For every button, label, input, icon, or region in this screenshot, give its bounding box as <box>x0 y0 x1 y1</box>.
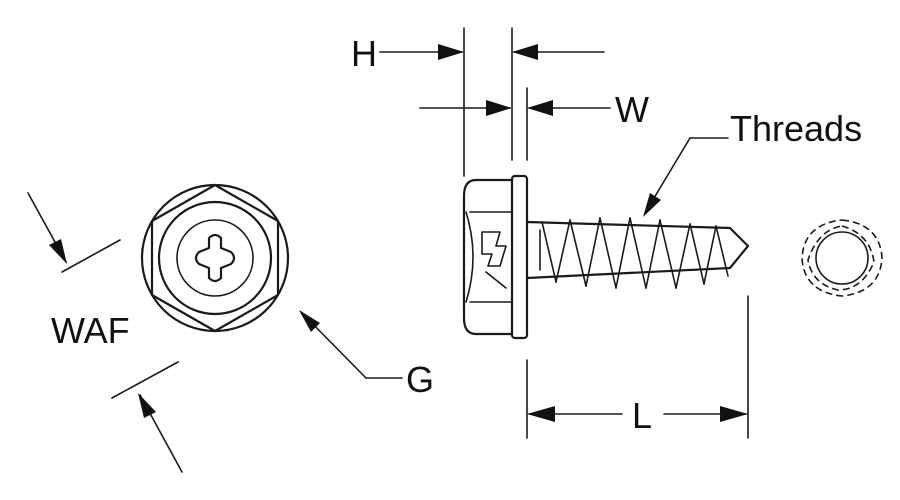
waf-dimension: WAF <box>27 192 183 473</box>
w-dimension: W <box>419 87 649 161</box>
h-label: H <box>351 33 377 74</box>
g-leader: G <box>299 310 434 400</box>
thread-crests <box>541 217 729 289</box>
head-inner-circle <box>176 219 254 297</box>
trilobular-profile-inner <box>807 225 875 291</box>
hex-head-side <box>462 178 514 336</box>
trilobular-profile-outer <box>801 219 883 297</box>
tip-core-circle <box>815 231 869 285</box>
screw-shank <box>525 220 750 280</box>
hex-head-outline <box>150 183 280 333</box>
washer-outline <box>140 183 290 333</box>
tip-end-view <box>801 219 883 297</box>
waf-label: WAF <box>51 310 130 351</box>
h-dimension: H <box>351 27 605 177</box>
phillips-drive-recess-icon <box>194 233 236 283</box>
threads-label: Threads <box>730 108 862 149</box>
g-label: G <box>406 359 434 400</box>
threads-leader: Threads <box>643 108 862 217</box>
washer-flange <box>510 174 529 340</box>
head-top-circle <box>157 200 273 316</box>
w-label: W <box>615 89 649 130</box>
l-label: L <box>632 395 652 436</box>
head-end-view <box>140 183 290 333</box>
l-dimension: L <box>526 295 749 439</box>
screw-side-view <box>462 174 750 340</box>
